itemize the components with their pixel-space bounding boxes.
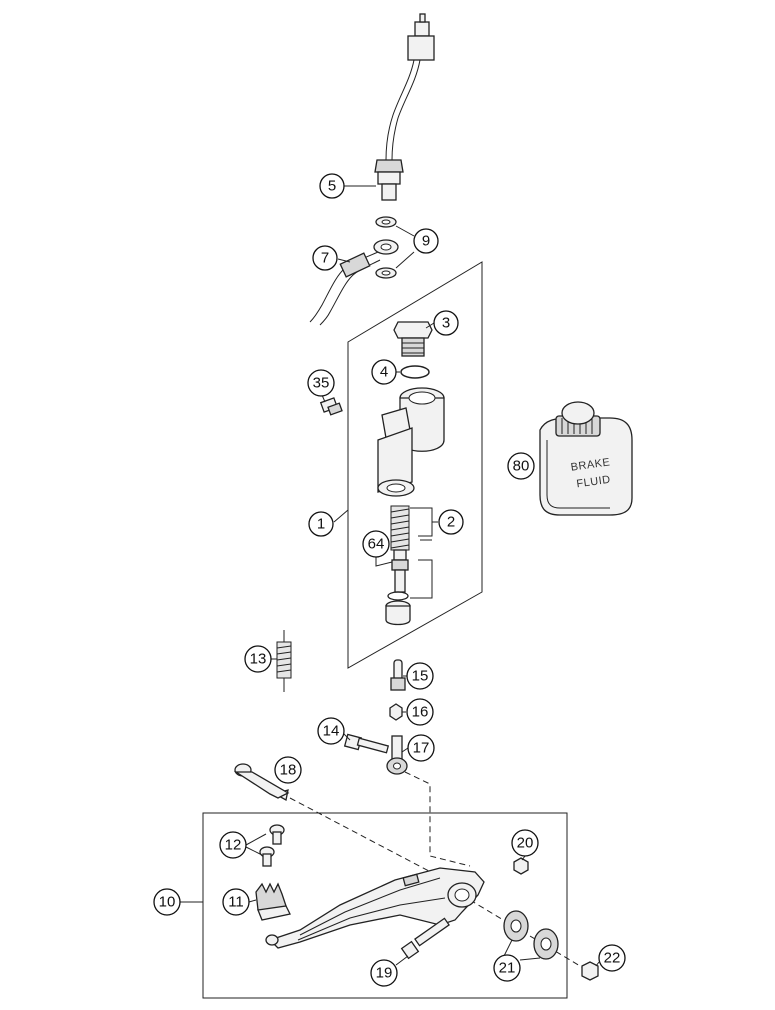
callout-11: 11 (222, 888, 250, 916)
pivot-sleeve (233, 763, 290, 802)
clevis-17 (386, 735, 408, 775)
svg-text:14: 14 (323, 723, 340, 740)
screws-12 (259, 824, 285, 867)
fluid-label-line1: BRAKE (570, 456, 611, 473)
svg-text:80: 80 (513, 458, 530, 475)
callout-1: 1 (308, 511, 334, 537)
bearings-21 (503, 910, 559, 960)
brake-fluid-bottle: BRAKE FLUID (539, 401, 633, 516)
svg-text:7: 7 (321, 250, 329, 267)
nut-22 (581, 961, 599, 981)
piston-kit (385, 505, 433, 626)
svg-text:13: 13 (250, 651, 267, 668)
callout-22: 22 (598, 944, 626, 972)
svg-text:11: 11 (228, 894, 244, 911)
svg-text:20: 20 (517, 835, 534, 852)
callout-21: 21 (493, 954, 521, 982)
callout-17: 17 (407, 734, 435, 762)
callout-64: 64 (362, 530, 390, 558)
piston (391, 549, 409, 593)
dust-boot (385, 600, 411, 626)
callout-15: 15 (406, 662, 434, 690)
callout-20: 20 (511, 829, 539, 857)
callout-4: 4 (371, 359, 397, 385)
svg-text:17: 17 (413, 740, 430, 757)
svg-text:22: 22 (604, 950, 621, 967)
assembly-line-b (404, 771, 471, 867)
brake-lever-10 (265, 867, 485, 949)
callout-2: 2 (438, 509, 464, 535)
callout-19: 19 (370, 959, 398, 987)
svg-text:3: 3 (442, 315, 450, 332)
nut-20 (513, 857, 529, 875)
callout-5: 5 (319, 173, 345, 199)
svg-text:1: 1 (317, 516, 325, 533)
callout-10: 10 (153, 888, 181, 916)
callout-7: 7 (312, 245, 338, 271)
svg-text:15: 15 (412, 668, 429, 685)
callout-16: 16 (406, 698, 434, 726)
assembly-line-c (469, 899, 591, 973)
callout-3: 3 (433, 310, 459, 336)
nut-16 (389, 703, 403, 721)
washers (375, 216, 397, 279)
callout-80: 80 (507, 452, 535, 480)
master-cylinder-body (377, 387, 445, 497)
svg-text:12: 12 (225, 837, 242, 854)
callout-9: 9 (413, 228, 439, 254)
piston-spring (390, 505, 410, 551)
svg-text:35: 35 (313, 375, 330, 392)
callout-35: 35 (307, 369, 335, 397)
svg-text:10: 10 (159, 894, 176, 911)
bolt-19 (400, 917, 450, 960)
push-rod (390, 659, 406, 691)
lever-assembly-frame (202, 812, 568, 999)
svg-text:21: 21 (499, 960, 516, 977)
leader-lines (180, 185, 600, 967)
svg-text:18: 18 (280, 762, 297, 779)
piston-seal (387, 591, 409, 601)
return-spring (276, 630, 292, 692)
svg-text:16: 16 (412, 704, 429, 721)
o-ring (400, 365, 430, 379)
svg-text:2: 2 (447, 514, 455, 531)
reservoir-plug (393, 321, 433, 357)
bolt-14 (343, 733, 390, 754)
brake-light-switch (374, 13, 435, 201)
callout-18: 18 (274, 756, 302, 784)
brake-hose (309, 239, 399, 326)
svg-text:64: 64 (368, 536, 385, 553)
callout-14: 14 (317, 717, 345, 745)
fluid-label-line2: FLUID (576, 474, 612, 491)
master-cylinder-frame (347, 261, 483, 669)
foot-peg-11 (255, 882, 291, 921)
svg-text:19: 19 (376, 965, 393, 982)
svg-text:9: 9 (422, 233, 430, 250)
svg-text:5: 5 (328, 178, 336, 195)
svg-text:4: 4 (380, 364, 388, 381)
callout-13: 13 (244, 645, 272, 673)
callout-12: 12 (219, 831, 247, 859)
